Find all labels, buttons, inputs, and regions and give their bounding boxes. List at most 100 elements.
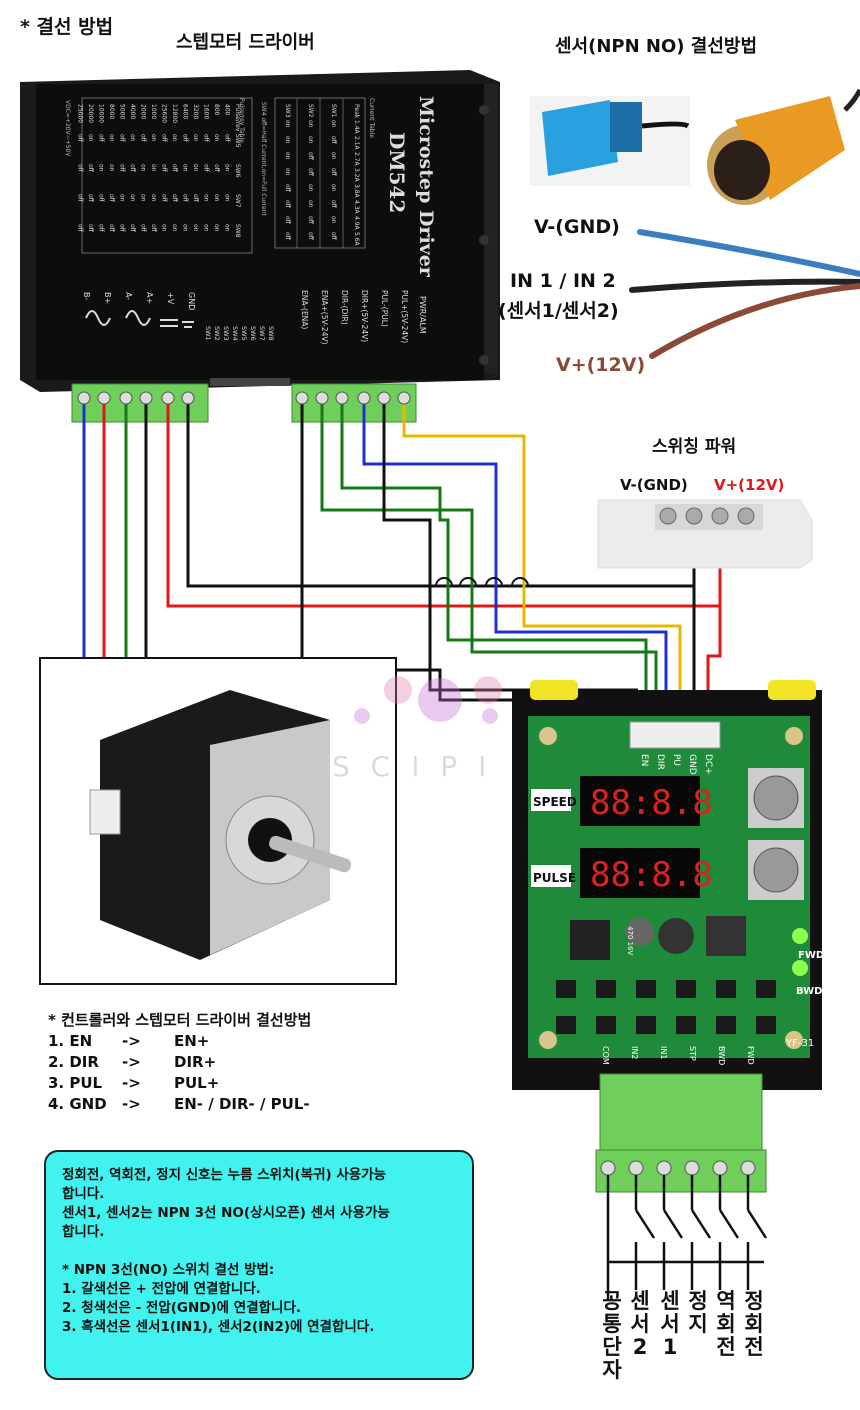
pulse-table-title: Pulse/rev Table bbox=[238, 98, 245, 143]
current-table-title: Current Table bbox=[368, 98, 375, 138]
pulse-table-cell: off bbox=[182, 194, 189, 203]
driver-heading: 스텝모터 드라이버 bbox=[176, 32, 315, 53]
pulse-display: 88:8.8 bbox=[590, 855, 713, 895]
current-table-cell: off bbox=[330, 168, 337, 177]
current-table-cell: 3.2A bbox=[353, 168, 360, 183]
current-table-cell: on bbox=[330, 152, 337, 160]
signal-terminal-label: ENA-(ENA) bbox=[300, 290, 309, 329]
dip-switch-label: SW5 bbox=[240, 326, 248, 341]
terminal-screw bbox=[712, 1160, 728, 1176]
pulse-table-cell: on bbox=[182, 164, 189, 172]
pulse-table-cell: 1000 bbox=[150, 104, 157, 119]
board-chip bbox=[676, 1016, 696, 1034]
pulse-table-cell: SW8 bbox=[234, 224, 241, 238]
note-line: 정회전, 역회전, 정지 신호는 누름 스위치(복귀) 사용가능 bbox=[62, 1167, 387, 1183]
terminal-screw bbox=[139, 391, 153, 405]
pulse-table-cell: SW6 bbox=[234, 164, 241, 178]
note-line: 센서1, 센서2는 NPN 3선 NO(상시오픈) 센서 사용가능 bbox=[62, 1205, 390, 1221]
pulse-table-cell: on bbox=[108, 164, 115, 172]
pulse-table-cell: off bbox=[161, 194, 168, 203]
current-table-cell: off bbox=[284, 232, 291, 241]
controller-bottom-pin-label: IN1 bbox=[659, 1046, 668, 1059]
note-line: * NPN 3선(NO) 스위치 결선 방법: bbox=[62, 1262, 275, 1278]
pulse-table-cell: off bbox=[119, 224, 126, 233]
wiring-row-target: DIR+ bbox=[174, 1053, 217, 1071]
pulse-table-cell: off bbox=[171, 194, 178, 203]
sensor-signal-label: IN 1 / IN 2 bbox=[510, 270, 616, 292]
cap-label: 470 16V bbox=[626, 926, 634, 955]
terminal-screw bbox=[335, 391, 349, 405]
pulse-table-cell: on bbox=[150, 134, 157, 142]
sensor-signal-sub-label: (센서1/센서2) bbox=[498, 300, 619, 322]
dip-switch-label: SW3 bbox=[222, 326, 230, 341]
terminal-function-char: 전 bbox=[716, 1335, 736, 1359]
pulse-table-cell: on bbox=[224, 194, 231, 202]
pulse-table-cell: on bbox=[129, 134, 136, 142]
wiring-row: 1. EN->EN+ bbox=[48, 1031, 311, 1052]
controller-pin-label: DC+ bbox=[703, 754, 713, 775]
switch-lines bbox=[606, 1175, 768, 1300]
terminal-screw bbox=[295, 391, 309, 405]
pulse-table-cell: SW5 bbox=[234, 134, 241, 148]
power-terminal-label: A+ bbox=[145, 292, 154, 304]
board-chip bbox=[716, 1016, 736, 1034]
current-table-cell: SW3 bbox=[284, 104, 291, 118]
driver-label-block: Microstep Driver DM542 bbox=[385, 96, 437, 278]
current-table-cell: 2.7A bbox=[353, 152, 360, 167]
pulse-table-cell: off bbox=[77, 194, 84, 203]
signal-terminal-label: PUL-(PUL) bbox=[380, 290, 389, 327]
terminal-screw bbox=[119, 391, 133, 405]
sensor-photos bbox=[530, 88, 860, 205]
wiring-row-arrow: -> bbox=[122, 1032, 141, 1050]
terminal-function-char: 정 bbox=[688, 1289, 708, 1313]
current-table-cell: SW2 bbox=[307, 104, 314, 118]
controller-bottom-pin-label: COM bbox=[601, 1046, 610, 1065]
pulse-table-cell: on bbox=[192, 164, 199, 172]
board-chip bbox=[596, 1016, 616, 1034]
board-chip bbox=[636, 980, 656, 998]
pulse-table-cell: off bbox=[77, 224, 84, 233]
voltage-note: VDC=+20V~+50V bbox=[64, 100, 71, 157]
pulse-table-cell: 4000 bbox=[129, 104, 136, 119]
pulse-table-cell: off bbox=[129, 164, 136, 173]
wiring-row-source: 1. EN bbox=[48, 1032, 93, 1050]
pulse-table-cell: off bbox=[203, 164, 210, 173]
pulse-table-cell: off bbox=[192, 194, 199, 203]
pulse-table-cell: 8000 bbox=[108, 104, 115, 119]
pulse-table-cell: 1600 bbox=[203, 104, 210, 119]
speed-display: 88:8.8 bbox=[590, 783, 713, 823]
speed-label: SPEED bbox=[533, 795, 577, 809]
psu-heading: 스위칭 파워 bbox=[652, 437, 737, 457]
board-chip bbox=[676, 980, 696, 998]
pulse-table-cell: off bbox=[171, 164, 178, 173]
current-table-cell: off bbox=[330, 200, 337, 209]
watermark-text: S C I P I bbox=[332, 750, 492, 783]
pulse-table-cell: off bbox=[161, 164, 168, 173]
current-table-cell: on bbox=[330, 216, 337, 224]
board-chip bbox=[556, 1016, 576, 1034]
pulse-table-cell: on bbox=[150, 164, 157, 172]
current-table-cell: 3.8A bbox=[353, 184, 360, 199]
power-terminal-label: B- bbox=[82, 292, 91, 300]
wire-crossings bbox=[435, 577, 529, 587]
pulse-table-cell: off bbox=[150, 224, 157, 233]
pulse-table-cell: off bbox=[108, 194, 115, 203]
wiring-row-source: 3. PUL bbox=[48, 1074, 103, 1092]
pulse-table-cell: on bbox=[213, 224, 220, 232]
current-table-cell: on bbox=[307, 120, 314, 128]
terminal-function-char: 자 bbox=[602, 1358, 622, 1382]
pulse-label: PULSE bbox=[533, 871, 576, 885]
current-table-cell: Peak bbox=[353, 104, 360, 119]
fwd-led-label: FWD bbox=[798, 950, 824, 961]
pulse-table-cell: off bbox=[140, 224, 147, 233]
note-line: 3. 흑색선은 센서1(IN1), 센서2(IN2)에 연결합니다. bbox=[62, 1319, 375, 1335]
switching-power-supply bbox=[597, 499, 813, 569]
pulse-table-cell: 10000 bbox=[98, 104, 105, 123]
board-chip bbox=[756, 1016, 776, 1034]
signal-terminal-label: PUL+(5V-24V) bbox=[400, 290, 409, 343]
current-table-cell: on bbox=[284, 152, 291, 160]
pulse-table-cell: off bbox=[203, 134, 210, 143]
pulse-table-cell: on bbox=[119, 194, 126, 202]
pulse-table-cell: Pulse/rev bbox=[234, 104, 241, 132]
